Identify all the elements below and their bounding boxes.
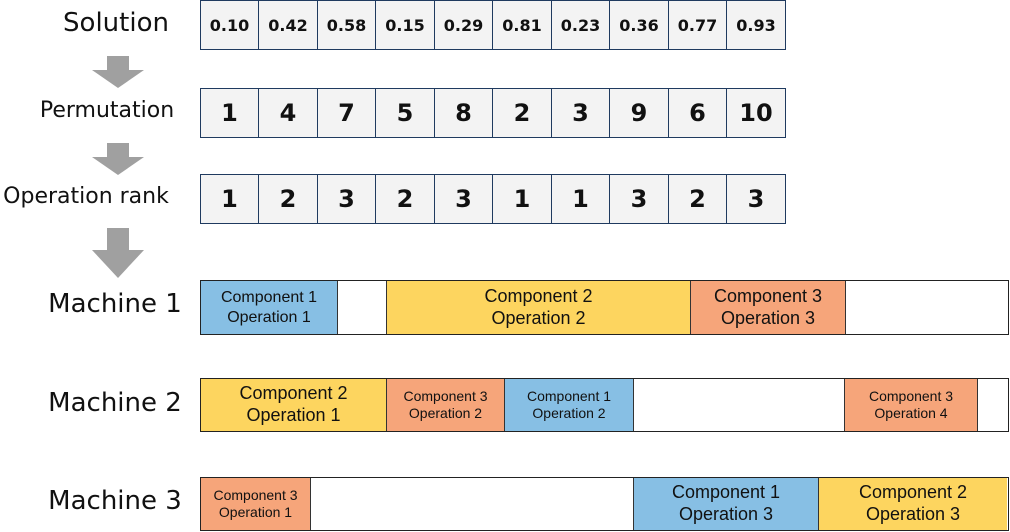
operation-rank-cell: 1 <box>199 174 260 224</box>
operation-rank-cell: 2 <box>375 174 435 224</box>
block-operation: Operation 2 <box>532 405 606 421</box>
solution-cell: 0.58 <box>316 0 377 50</box>
block-component: Component 2 <box>858 482 968 503</box>
permutation-cell: 8 <box>433 88 494 138</box>
permutation-cell: 9 <box>609 88 669 138</box>
permutation-cell: 10 <box>726 88 786 138</box>
machine-2-block: Component 1 Operation 2 <box>505 379 634 431</box>
machine-1-block: Component 2 Operation 2 <box>386 281 691 334</box>
solution-cell: 0.93 <box>726 0 786 50</box>
permutation-row: 1 4 7 5 8 2 3 9 6 10 <box>199 88 786 138</box>
permutation-cell: 6 <box>667 88 728 138</box>
operation-rank-cell: 2 <box>667 174 728 224</box>
solution-cell: 0.23 <box>550 0 611 50</box>
solution-cell: 0.77 <box>667 0 728 50</box>
machine-1-schedule: Component 1 Operation 1 Component 2 Oper… <box>200 280 1009 335</box>
machine-2-block: Component 3 Operation 4 <box>844 379 978 431</box>
machine-3-label: Machine 3 <box>48 486 182 516</box>
operation-rank-cell: 3 <box>726 174 786 224</box>
permutation-cell: 2 <box>492 88 552 138</box>
permutation-cell: 5 <box>375 88 435 138</box>
operation-rank-cell: 1 <box>492 174 552 224</box>
block-operation: Operation 3 <box>678 504 774 524</box>
permutation-cell: 1 <box>199 88 260 138</box>
solution-cell: 0.15 <box>375 0 435 50</box>
block-component: Component 2 <box>484 285 593 306</box>
block-component: Component 1 <box>671 482 781 503</box>
machine-3-block: Component 3 Operation 1 <box>201 478 311 530</box>
permutation-cell: 7 <box>316 88 377 138</box>
solution-cell: 0.36 <box>609 0 669 50</box>
machine-2-schedule: Component 2 Operation 1 Component 3 Oper… <box>200 378 1009 432</box>
block-operation: Operation 1 <box>246 405 341 425</box>
operation-rank-row: 1 2 3 2 3 1 1 3 2 3 <box>199 174 786 224</box>
operation-rank-cell: 1 <box>550 174 611 224</box>
permutation-cell: 3 <box>550 88 611 138</box>
machine-1-block: Component 1 Operation 1 <box>201 281 338 334</box>
down-arrow-icon <box>92 56 144 88</box>
block-component: Component 2 <box>239 383 348 404</box>
solution-row: 0.10 0.42 0.58 0.15 0.29 0.81 0.23 0.36 … <box>199 0 786 50</box>
machine-1-label: Machine 1 <box>48 289 182 319</box>
block-component: Component 1 <box>220 289 318 307</box>
operation-rank-cell: 3 <box>609 174 669 224</box>
down-arrow-icon <box>92 228 144 278</box>
solution-cell: 0.10 <box>199 0 260 50</box>
block-operation: Operation 3 <box>720 307 816 328</box>
block-component: Component 3 <box>713 285 823 306</box>
machine-3-schedule: Component 3 Operation 1 Component 1 Oper… <box>200 477 1009 531</box>
block-component: Component 3 <box>403 388 488 405</box>
machine-2-block: Component 3 Operation 2 <box>387 379 505 431</box>
machine-3-block: Component 2 Operation 3 <box>819 478 1007 530</box>
solution-cell: 0.29 <box>433 0 494 50</box>
block-component: Component 1 <box>526 388 612 405</box>
operation-rank-cell: 3 <box>316 174 377 224</box>
solution-cell: 0.42 <box>258 0 318 50</box>
machine-2-block: Component 2 Operation 1 <box>201 379 387 431</box>
operation-rank-label: Operation rank <box>3 184 169 209</box>
solution-cell: 0.81 <box>492 0 552 50</box>
down-arrow-icon <box>92 143 144 175</box>
machine-2-label: Machine 2 <box>48 388 182 418</box>
block-operation: Operation 2 <box>491 307 586 328</box>
operation-rank-cell: 3 <box>433 174 494 224</box>
block-operation: Operation 4 <box>874 405 948 421</box>
permutation-cell: 4 <box>258 88 318 138</box>
solution-label: Solution <box>63 8 169 38</box>
machine-3-block: Component 1 Operation 3 <box>633 478 819 530</box>
machine-1-block: Component 3 Operation 3 <box>691 281 846 334</box>
block-component: Component 3 <box>868 388 954 405</box>
block-operation: Operation 1 <box>227 308 311 326</box>
operation-rank-cell: 2 <box>258 174 318 224</box>
block-operation: Operation 3 <box>865 504 961 524</box>
permutation-label: Permutation <box>39 98 175 123</box>
block-operation: Operation 2 <box>408 405 483 421</box>
block-operation: Operation 1 <box>218 504 293 520</box>
block-component: Component 3 <box>213 487 298 504</box>
